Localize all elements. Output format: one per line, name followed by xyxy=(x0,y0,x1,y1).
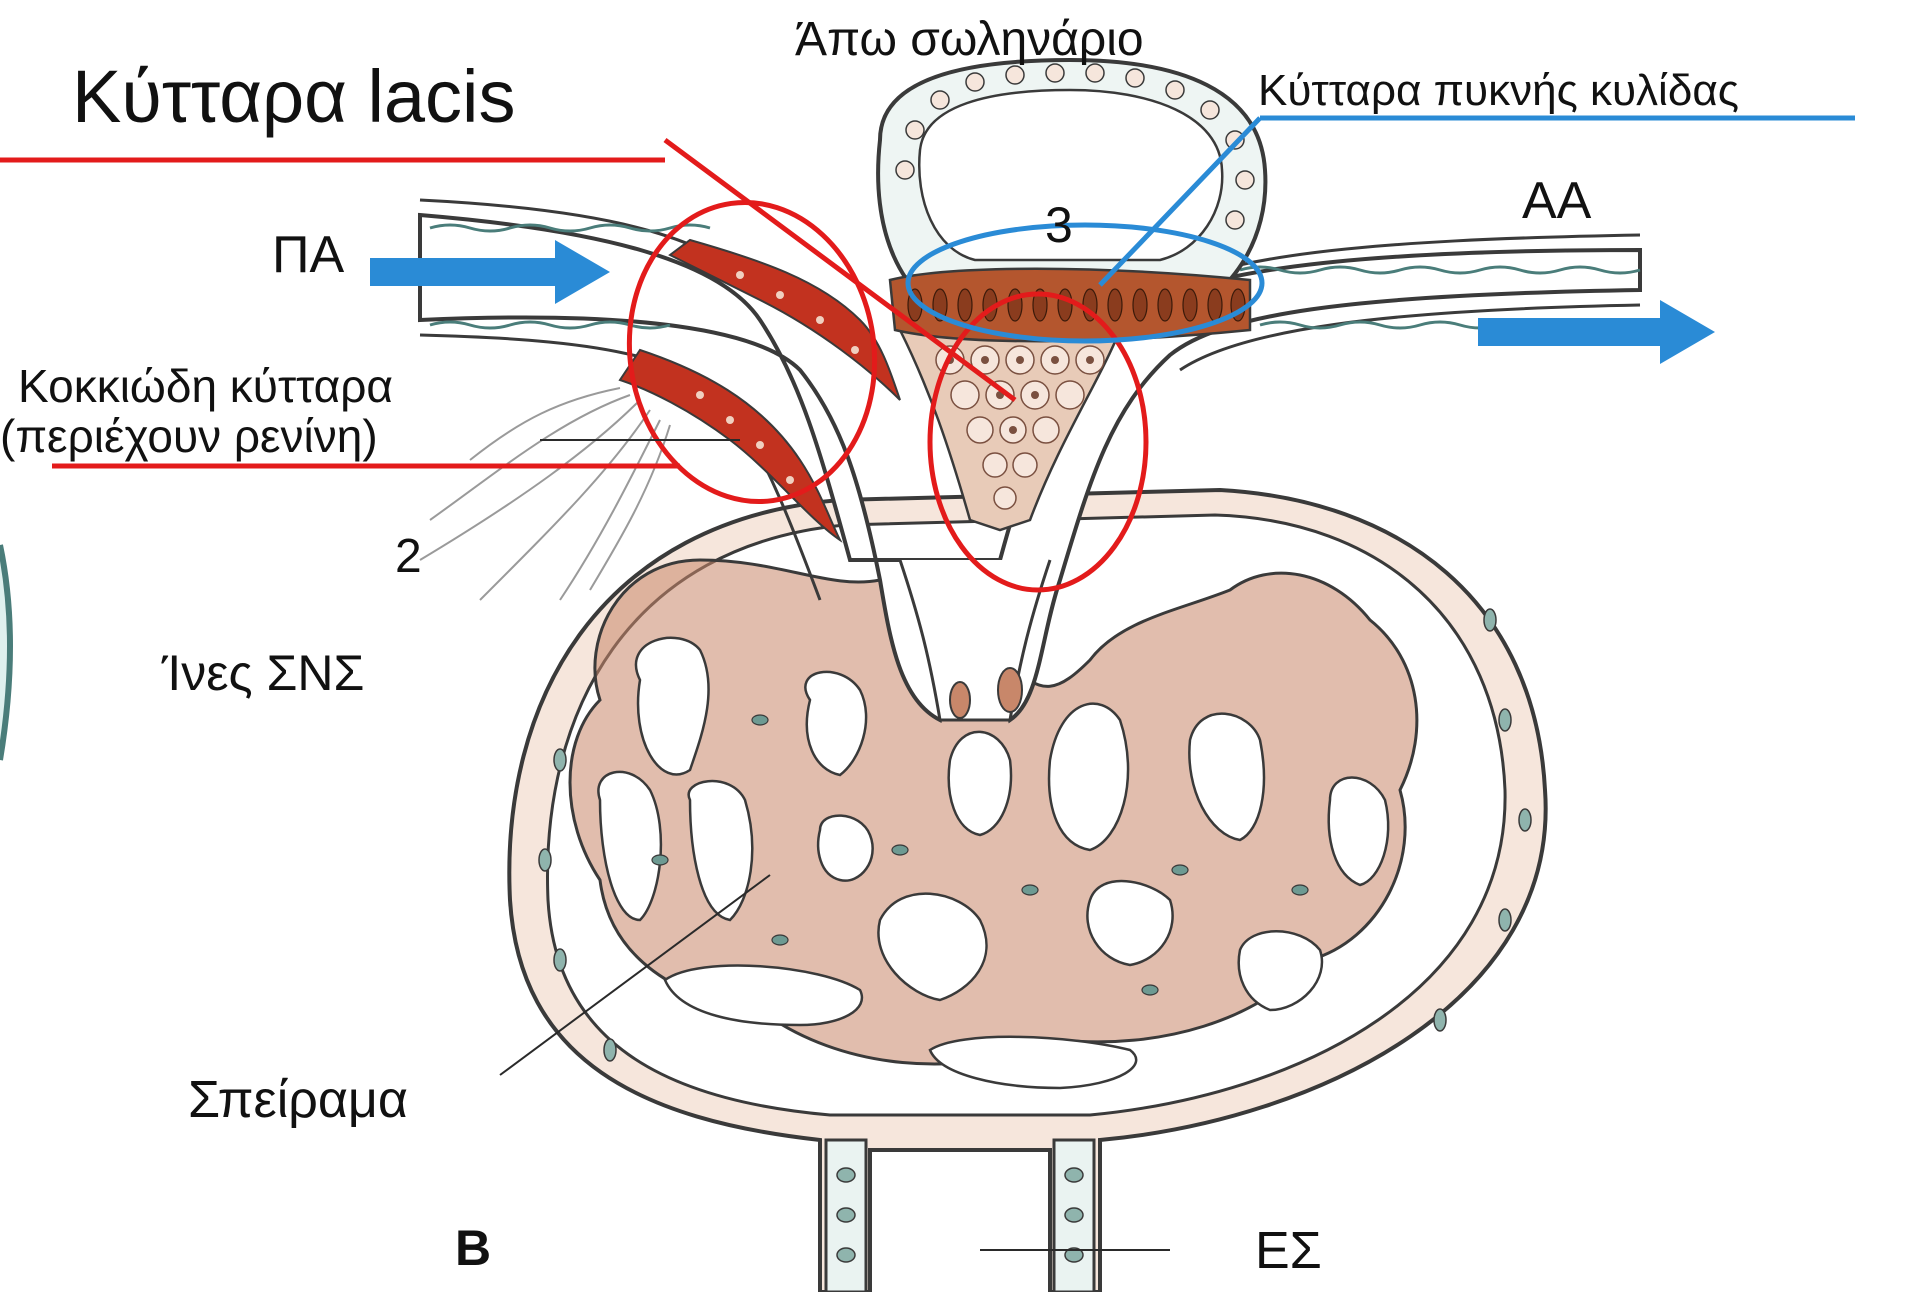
nerve-fibers-label: Ίνες ΣΝΣ xyxy=(161,645,364,701)
letter-b-label: Β xyxy=(455,1220,491,1276)
adjacent-structure-edge xyxy=(0,545,10,760)
distal-tubule-label: Άπω σωληνάριο xyxy=(795,13,1144,66)
glomerulus-label: Σπείραμα xyxy=(188,1071,408,1129)
sympathetic-nerve-fibers xyxy=(420,388,670,600)
efferent-arteriole-label: ΑΑ xyxy=(1522,172,1592,230)
granular-cells-label-line2: (περιέχουν ρενίνη) xyxy=(0,410,378,462)
afferent-arteriole-label: ΠΑ xyxy=(272,226,345,284)
number-2-label: 2 xyxy=(395,530,422,583)
macula-densa-label: Κύτταρα πυκνής κυλίδας xyxy=(1258,66,1739,115)
granular-cells-label-line1: Κοκκιώδη κύτταρα xyxy=(18,360,393,412)
capsule-space-label: ΕΣ xyxy=(1255,1222,1322,1280)
number-3-label: 3 xyxy=(1045,197,1073,253)
urinary-pole-tubule xyxy=(826,1140,1094,1292)
lacis-cells-label: Κύτταρα lacis xyxy=(72,55,516,138)
